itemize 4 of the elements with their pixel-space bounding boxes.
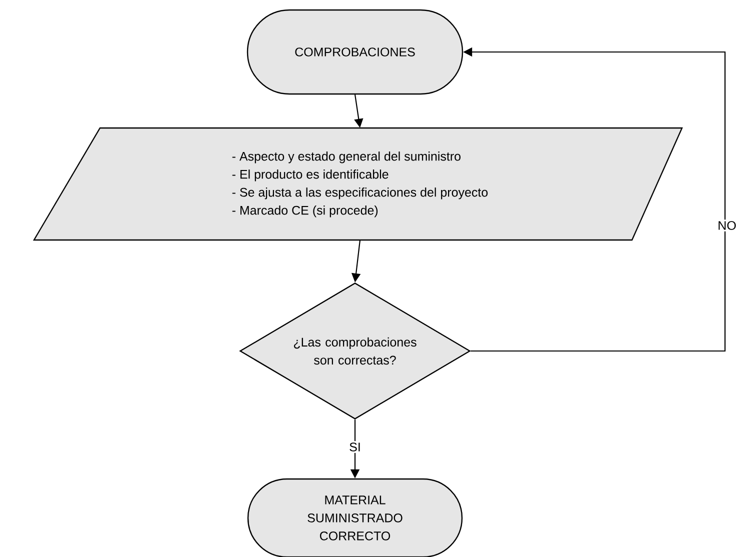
terminal-box: COMPROBACIONES bbox=[246, 9, 464, 95]
edge-label: NO bbox=[716, 220, 736, 232]
terminal-box: MATERIAL SUMINISTRADO CORRECTO bbox=[247, 478, 463, 557]
edge-label: SI bbox=[348, 441, 362, 453]
